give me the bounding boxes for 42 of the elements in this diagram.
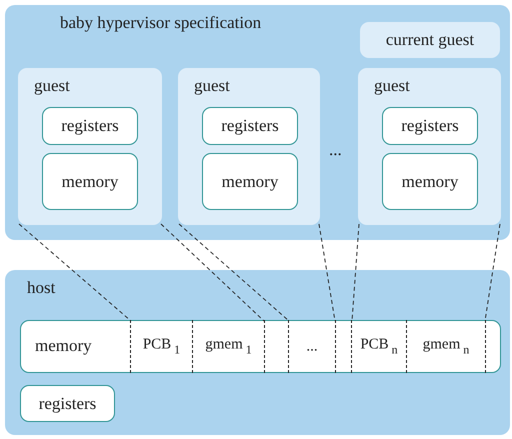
- box-label: memory: [400, 172, 460, 192]
- guest-box: [178, 68, 320, 225]
- component-box: [20, 385, 115, 422]
- mapping-line: [178, 224, 290, 322]
- box-label: ...: [305, 338, 319, 355]
- box-label: PCB$_{1}$: [142, 336, 182, 357]
- group-title: host: [27, 278, 56, 298]
- memory-segment: [288, 320, 336, 373]
- mapping-line: [18, 224, 132, 322]
- box-label: current guest: [384, 30, 476, 50]
- component-box: [42, 153, 138, 210]
- guest-box: [358, 68, 501, 225]
- component-box: [382, 153, 478, 210]
- box-label: memory: [35, 336, 92, 356]
- memory-segment: [351, 320, 407, 373]
- group-title: guest: [374, 76, 410, 96]
- box-label: PCB$_{n}$: [359, 336, 399, 357]
- group-panel: [5, 270, 510, 435]
- group-title: guest: [34, 76, 70, 96]
- mapping-line: [160, 224, 264, 322]
- box-label: gmem$_{n}$: [422, 336, 470, 357]
- box-label: registers: [60, 116, 120, 136]
- box-label: registers: [38, 394, 98, 414]
- box-label: memory: [220, 172, 280, 192]
- box-label: gmem$_{1}$: [204, 336, 253, 357]
- group-panel: [5, 5, 510, 240]
- guest-box: [18, 68, 162, 225]
- ellipsis-text: ...: [329, 140, 342, 160]
- group-title: baby hypervisor specification: [60, 13, 262, 33]
- mapping-line: [318, 224, 336, 322]
- group-title: guest: [194, 76, 230, 96]
- box-label: memory: [60, 172, 120, 192]
- box-label: registers: [400, 116, 460, 136]
- memory-bar: [20, 320, 501, 373]
- box-label: registers: [220, 116, 280, 136]
- label-box: [360, 22, 500, 58]
- component-box: [202, 153, 298, 210]
- mapping-line: [352, 224, 360, 322]
- component-box: [382, 107, 478, 145]
- component-box: [202, 107, 298, 145]
- memory-segment: [130, 320, 193, 373]
- component-box: [42, 107, 138, 145]
